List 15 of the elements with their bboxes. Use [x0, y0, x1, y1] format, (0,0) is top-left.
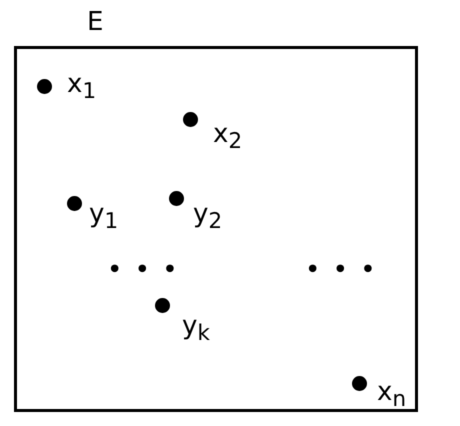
ellipsis: • • •	[305, 255, 378, 285]
point-dot	[352, 376, 367, 391]
point-label: y$_{1}$	[89, 199, 118, 236]
point-dot	[67, 196, 82, 211]
ellipsis: • • •	[107, 255, 180, 285]
set-name: E	[87, 7, 104, 37]
point-label: y$_{2}$	[193, 199, 222, 236]
point-dot	[37, 79, 52, 94]
point-label: x$_{n}$	[377, 377, 406, 414]
point-dot	[183, 112, 198, 127]
point-label: y$_{k}$	[182, 311, 210, 348]
point-dot	[155, 298, 170, 313]
point-label: x$_{1}$	[67, 69, 96, 106]
point-dot	[169, 191, 184, 206]
point-label: x$_{2}$	[213, 119, 242, 156]
